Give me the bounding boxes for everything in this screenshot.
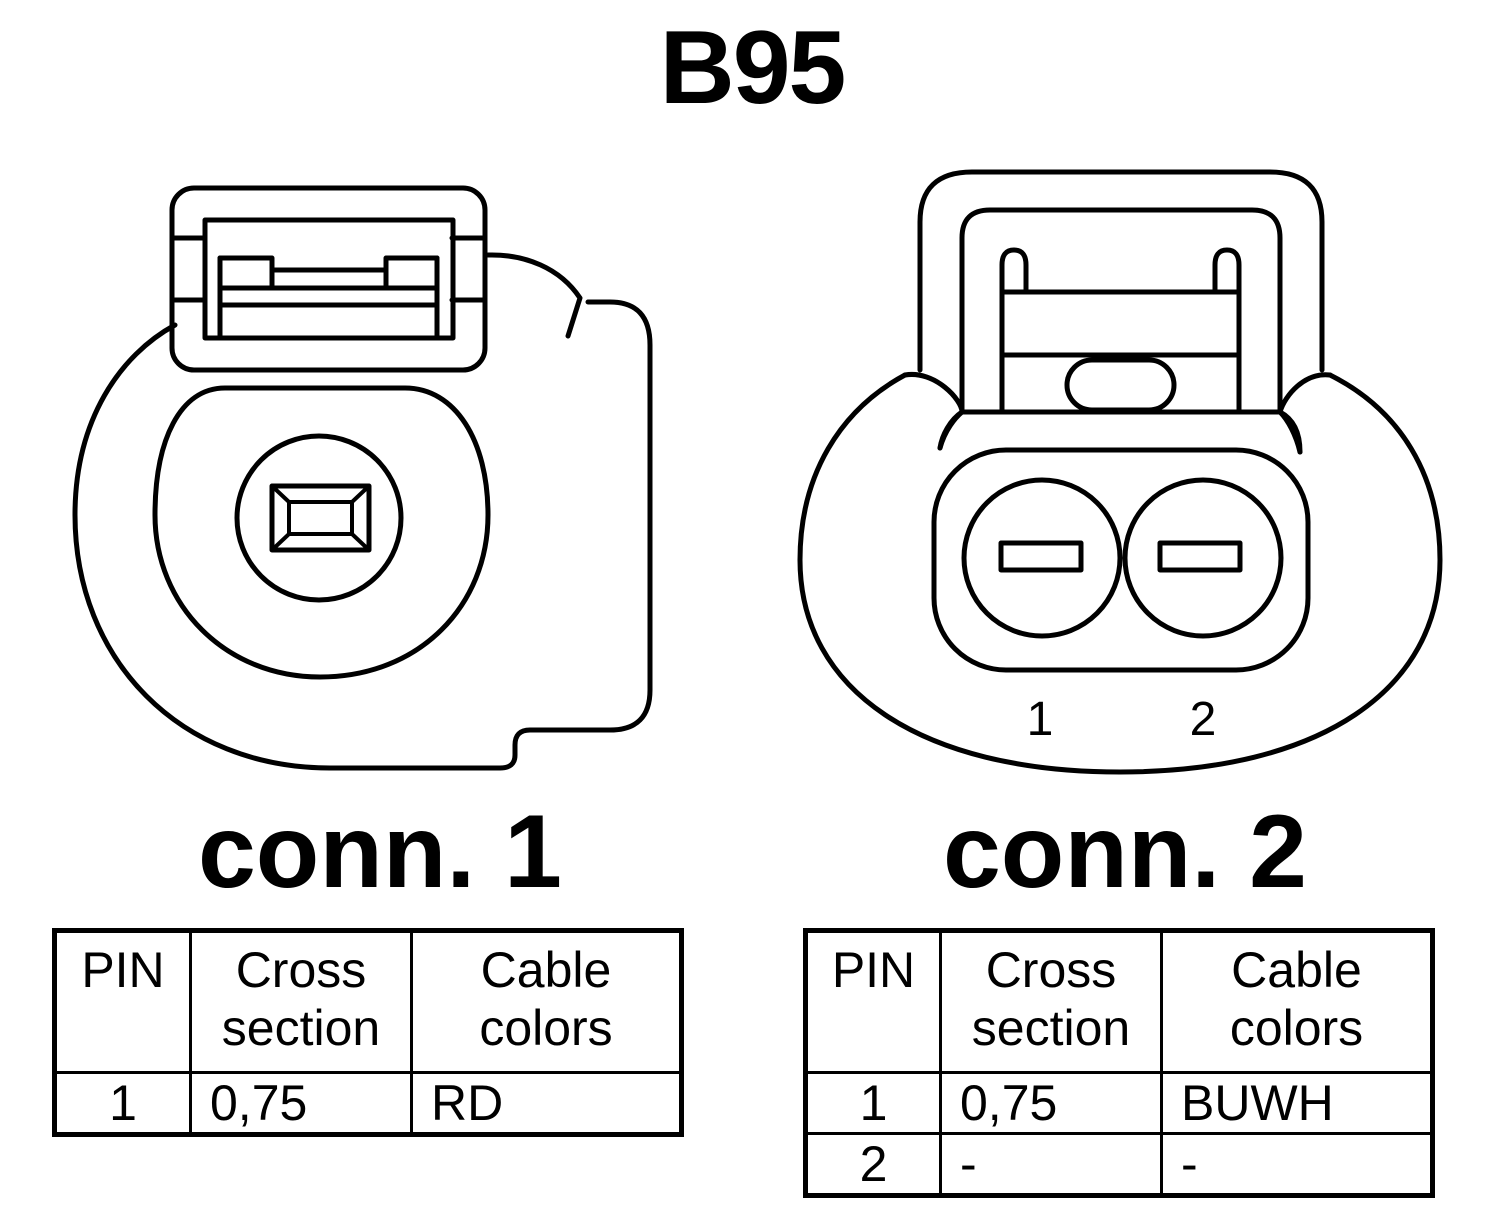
header-pin: PIN <box>53 929 192 1074</box>
table-header-row: PIN Cross section Cable colors <box>804 929 1434 1074</box>
connector-1-latch-tab-left <box>217 255 275 291</box>
connector-1-terminal-inner <box>287 500 354 536</box>
connector-2-pin-1-cavity <box>961 477 1123 639</box>
connector-2-pin-2-cavity <box>1122 477 1284 639</box>
connector-2-right-shoulder <box>1277 372 1333 455</box>
connector-2-face <box>959 409 1303 455</box>
connector-2-pin-2-terminal <box>1157 540 1243 573</box>
header-cross-section: Cross section <box>189 929 413 1074</box>
cross-section-value: 0,75 <box>189 1071 413 1136</box>
connector-2-cavity-block <box>931 447 1311 673</box>
connector-1-latch <box>169 185 488 373</box>
cable-color-value: RD <box>410 1071 683 1136</box>
table-row: 1 0,75 RD <box>53 1071 683 1136</box>
cross-section-value: - <box>939 1132 1163 1197</box>
cable-color-value: BUWH <box>1160 1071 1434 1135</box>
header-cross-section: Cross section <box>939 929 1163 1074</box>
connector-2-pin-2-label: 2 <box>1190 693 1217 746</box>
connector-1-label: conn. 1 <box>197 794 563 910</box>
connector-1-terminal-bevel <box>270 484 371 552</box>
table-header-row: PIN Cross section Cable colors <box>53 929 683 1074</box>
cross-section-value: 0,75 <box>939 1071 1163 1135</box>
cable-color-value: - <box>1160 1132 1434 1197</box>
connector-2-drawing <box>797 169 1443 775</box>
connector-2-latch-inner <box>959 207 1283 415</box>
pin-number: 1 <box>53 1071 192 1136</box>
connector-1-drawing <box>72 185 653 771</box>
header-cable-colors: Cable colors <box>410 929 683 1074</box>
connector-2-pin-1-terminal <box>998 540 1084 573</box>
connector-2-lock-button <box>1064 357 1177 413</box>
diagram-title: B95 <box>659 10 847 126</box>
connector-1-socket <box>234 433 404 603</box>
connector-1-face <box>152 385 491 680</box>
connector-2-lock-posts <box>999 247 1242 415</box>
connector-2-left-shoulder <box>902 372 965 451</box>
connector-1-latch-window <box>202 217 456 341</box>
connector-2-pin-table: PIN Cross section Cable colors 1 0,75 BU… <box>803 928 1435 1198</box>
connector-2-lock-bars <box>999 289 1242 358</box>
connector-1-latch-details <box>169 235 488 303</box>
connector-2-latch-outer <box>917 169 1325 373</box>
table-row: 1 0,75 BUWH <box>804 1071 1434 1135</box>
connector-2-pin-1-label: 1 <box>1027 693 1054 746</box>
connector-1-latch-bars <box>217 255 440 341</box>
table-row: 2 - - <box>804 1132 1434 1197</box>
connector-1-latch-tab-right <box>383 255 440 291</box>
pin-number: 2 <box>804 1132 942 1197</box>
header-cable-colors: Cable colors <box>1160 929 1434 1074</box>
connector-2-shelf <box>937 409 965 451</box>
connector-2-label: conn. 2 <box>942 794 1308 910</box>
header-pin: PIN <box>804 929 942 1074</box>
connector-2-housing <box>797 372 1443 775</box>
connector-1-housing <box>72 252 653 771</box>
connector-1-terminal-outer <box>269 483 372 553</box>
connector-1-pin-table: PIN Cross section Cable colors 1 0,75 RD <box>52 928 684 1137</box>
pin-number: 1 <box>804 1071 942 1135</box>
